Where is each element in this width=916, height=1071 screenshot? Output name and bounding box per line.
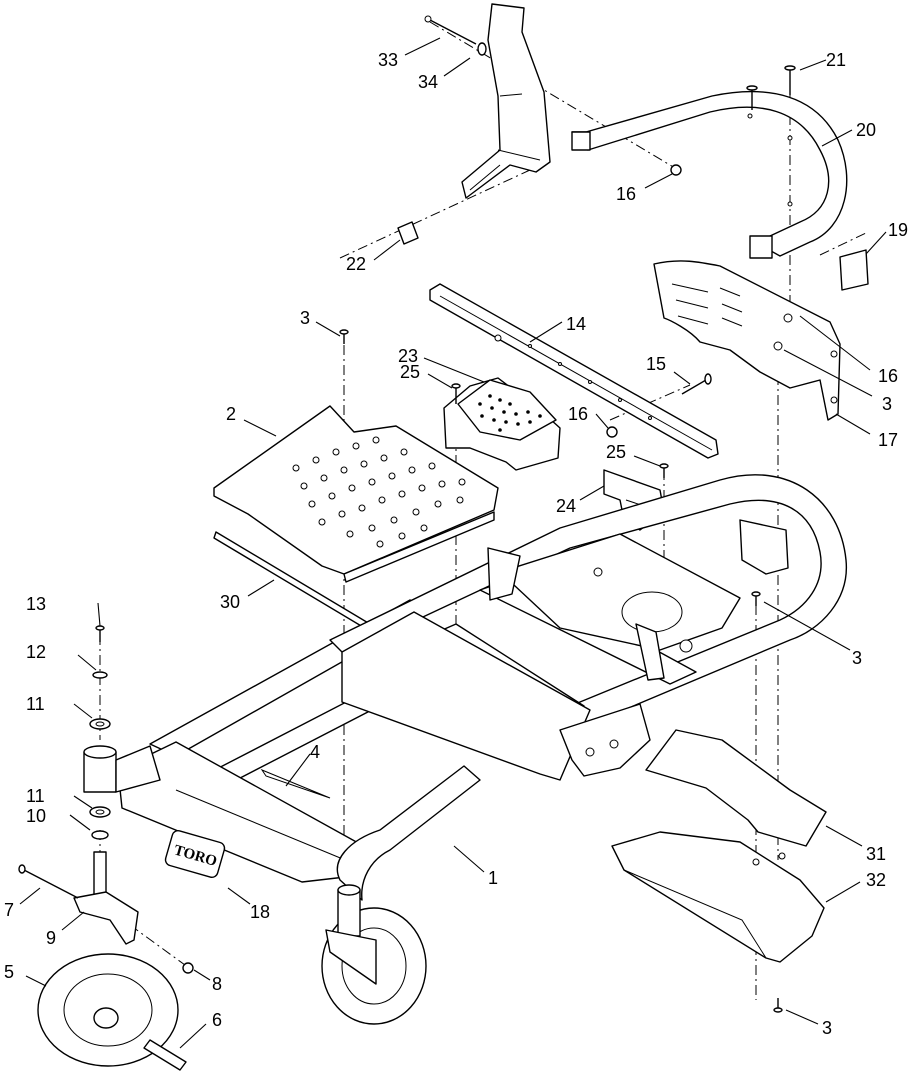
decal-4 bbox=[260, 768, 331, 799]
callout-9: 9 bbox=[46, 928, 56, 948]
callout-8: 8 bbox=[212, 974, 222, 994]
washer-12 bbox=[92, 671, 108, 679]
callout-31: 31 bbox=[866, 844, 886, 864]
bolt-3-bottom bbox=[773, 998, 783, 1013]
callout-7: 7 bbox=[4, 900, 14, 920]
callout-22: 22 bbox=[346, 254, 366, 274]
callout-34: 34 bbox=[418, 72, 438, 92]
callout-3-right: 3 bbox=[882, 394, 892, 414]
shield-32 bbox=[611, 831, 825, 963]
axle-bolt-7 bbox=[18, 864, 79, 899]
callout-16-mid: 16 bbox=[568, 404, 588, 424]
caster-housing bbox=[83, 745, 161, 793]
screw-25-right bbox=[659, 463, 669, 478]
callout-20: 20 bbox=[856, 120, 876, 140]
callout-16-right: 16 bbox=[878, 366, 898, 386]
leader-lines bbox=[19, 37, 887, 1049]
bolt-15 bbox=[681, 373, 712, 395]
bolt-33 bbox=[424, 15, 477, 45]
callout-10: 10 bbox=[26, 806, 46, 826]
callout-14: 14 bbox=[566, 314, 586, 334]
nut-16-top bbox=[670, 164, 682, 176]
callout-24: 24 bbox=[556, 496, 576, 516]
bolt-13 bbox=[95, 625, 105, 642]
callout-21: 21 bbox=[826, 50, 846, 70]
callout-4: 4 bbox=[310, 742, 320, 762]
bolt-3-mid bbox=[751, 591, 761, 606]
main-frame-1 bbox=[117, 474, 847, 901]
washer-34 bbox=[477, 42, 487, 56]
front-caster-wheel bbox=[321, 884, 427, 1025]
callout-3-top: 3 bbox=[300, 308, 310, 328]
callout-19: 19 bbox=[888, 220, 908, 240]
callout-labels: 33 34 21 20 16 22 19 14 3 23 25 15 16 16… bbox=[4, 50, 908, 1038]
side-plate-17 bbox=[653, 260, 841, 421]
vent-cover-23 bbox=[443, 377, 561, 471]
wheel-5 bbox=[37, 953, 179, 1067]
toro-logo-plate: TORO bbox=[164, 829, 226, 879]
callout-5: 5 bbox=[4, 962, 14, 982]
bearing-11-bottom bbox=[89, 806, 111, 818]
callout-2: 2 bbox=[226, 404, 236, 424]
callout-30: 30 bbox=[220, 592, 240, 612]
callout-3-bottom: 3 bbox=[822, 1018, 832, 1038]
spacer-6 bbox=[143, 1039, 187, 1071]
bolt-3-top bbox=[339, 329, 349, 344]
shield-31 bbox=[645, 729, 827, 847]
rail-14 bbox=[429, 283, 719, 459]
callout-3-mid: 3 bbox=[852, 648, 862, 668]
callout-32: 32 bbox=[866, 870, 886, 890]
callout-25-left: 25 bbox=[400, 362, 420, 382]
nut-16-mid bbox=[606, 426, 618, 438]
callout-11-top: 11 bbox=[26, 694, 45, 714]
callout-11-bottom: 11 bbox=[26, 786, 45, 806]
callout-23: 23 bbox=[398, 346, 418, 366]
callout-16-top: 16 bbox=[616, 184, 636, 204]
decal-19 bbox=[839, 249, 869, 291]
callout-17: 17 bbox=[878, 430, 898, 450]
callout-18: 18 bbox=[250, 902, 270, 922]
callout-15: 15 bbox=[646, 354, 666, 374]
callout-25-right: 25 bbox=[606, 442, 626, 462]
callout-6: 6 bbox=[212, 1010, 222, 1030]
screw-25-left bbox=[451, 383, 461, 404]
handle-tube-20 bbox=[571, 90, 848, 259]
foot-plate-2 bbox=[213, 405, 499, 583]
screw-21 bbox=[746, 65, 796, 110]
callout-33: 33 bbox=[378, 50, 398, 70]
ring-10 bbox=[91, 830, 109, 840]
cap-22 bbox=[397, 221, 419, 245]
fork-9 bbox=[73, 851, 139, 945]
callout-12: 12 bbox=[26, 642, 46, 662]
seat-mount-bracket bbox=[461, 3, 551, 199]
callout-1: 1 bbox=[488, 868, 498, 888]
bearing-11-top bbox=[89, 718, 111, 730]
nut-8 bbox=[182, 962, 194, 974]
callout-13: 13 bbox=[26, 594, 46, 614]
